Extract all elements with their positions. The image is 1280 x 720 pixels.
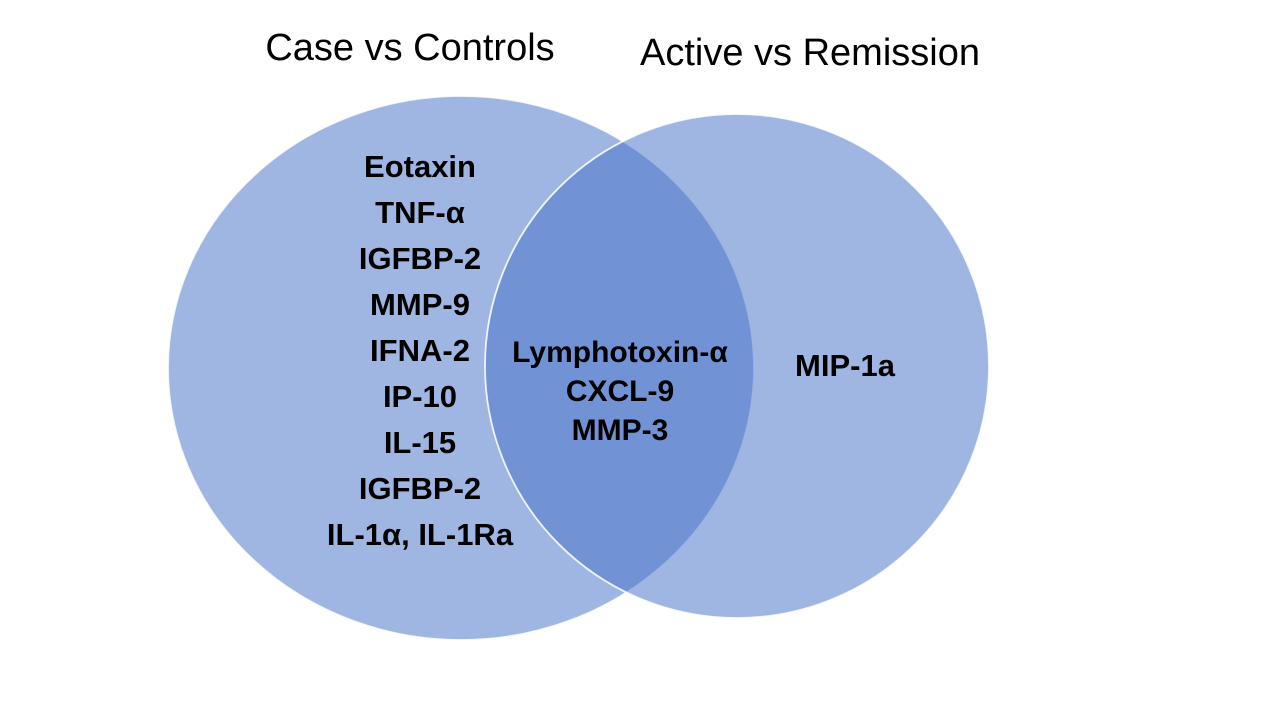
venn-overlap-item: MMP-3 (571, 413, 669, 447)
venn-left-item: IL-15 (383, 425, 457, 460)
left-set-title: Case vs Controls (265, 27, 555, 69)
venn-left-item: Eotaxin (364, 149, 476, 184)
venn-left-item: IGFBP-2 (358, 471, 482, 506)
venn-left-item: TNF-α (375, 195, 465, 230)
venn-left-item: IGFBP-2 (358, 241, 482, 276)
venn-left-item: IP-10 (382, 379, 458, 414)
right-set-items: MIP-1a (770, 343, 920, 389)
venn-left-item: IL-1α, IL-1Ra (326, 517, 514, 552)
left-set-items: Eotaxin TNF-α IGFBP-2 MMP-9 IFNA-2 IP-10… (240, 144, 600, 558)
venn-right-item: MIP-1a (795, 348, 895, 383)
venn-overlap-item: CXCL-9 (565, 374, 675, 408)
venn-left-item: MMP-9 (370, 287, 470, 322)
venn-overlap-item: Lymphotoxin-α (512, 335, 728, 369)
right-set-title: Active vs Remission (640, 32, 980, 74)
right-circle (484, 113, 990, 619)
overlap-set-items: Lymphotoxin-α CXCL-9 MMP-3 (470, 333, 770, 450)
venn-left-item: IFNA-2 (370, 333, 470, 368)
